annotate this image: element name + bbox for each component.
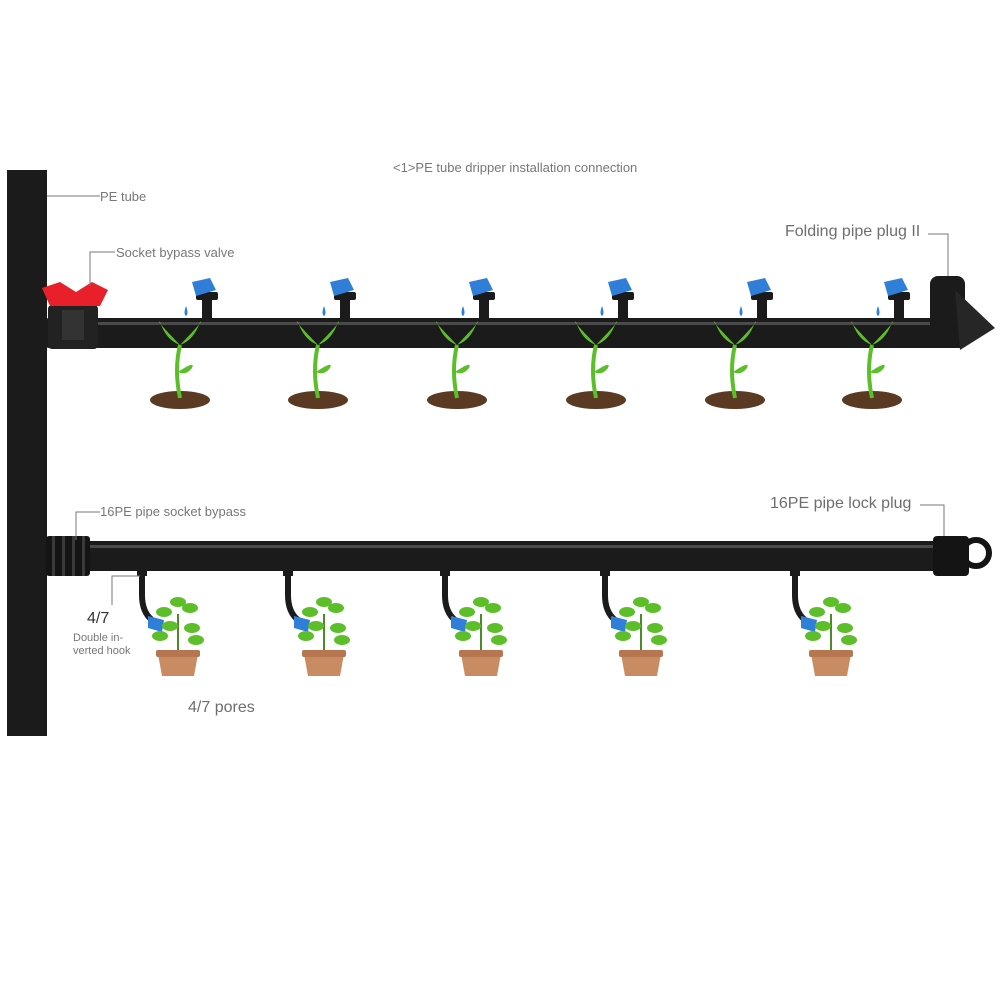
label-pipe-lock-plug: 16PE pipe lock plug	[770, 495, 912, 512]
upper-dripper-group	[150, 278, 910, 409]
pipe-lock-plug	[933, 536, 992, 576]
dripper-seedling-2	[288, 278, 356, 409]
dripper-seedling-4	[566, 278, 634, 409]
upper-pipe	[45, 318, 965, 348]
lower-pipe	[45, 541, 965, 571]
socket-bypass-valve	[42, 282, 108, 349]
dripper-seedling-1	[150, 278, 218, 409]
upper-pipe-highlight	[60, 322, 950, 325]
folding-pipe-plug	[930, 276, 995, 350]
pipe-socket-bypass	[46, 536, 90, 576]
leader-lock-plug	[920, 504, 945, 536]
label-pe-tube: PE tube	[100, 189, 147, 204]
hook-pot-3	[440, 566, 507, 676]
dripper-seedling-5	[705, 278, 773, 409]
label-pipe-socket-bypass: 16PE pipe socket bypass	[100, 504, 246, 519]
dripper-seedling-6	[842, 278, 910, 409]
diagram-title: <1>PE tube dripper installation connecti…	[393, 160, 638, 175]
hook-pot-5	[790, 566, 857, 676]
hook-pot-1	[137, 566, 204, 676]
lower-hook-group	[137, 566, 857, 676]
label-pores: 4/7 pores	[188, 699, 255, 716]
label-socket-bypass-valve: Socket bypass valve	[116, 245, 235, 260]
lower-pipe-highlight	[60, 545, 950, 548]
label-hook-size: 4/7	[87, 610, 110, 627]
hook-pot-2	[283, 566, 350, 676]
pe-tube-vertical	[7, 170, 47, 736]
leader-folding-plug	[928, 233, 949, 276]
leader-socket-bypass	[75, 511, 100, 540]
hook-pot-4	[600, 566, 667, 676]
label-hook-desc: Double in-verted hook	[73, 632, 131, 657]
leader-hook	[111, 575, 140, 605]
label-folding-pipe-plug: Folding pipe plug II	[785, 223, 921, 240]
dripper-seedling-3	[427, 278, 495, 409]
leader-socket-valve	[89, 251, 115, 286]
